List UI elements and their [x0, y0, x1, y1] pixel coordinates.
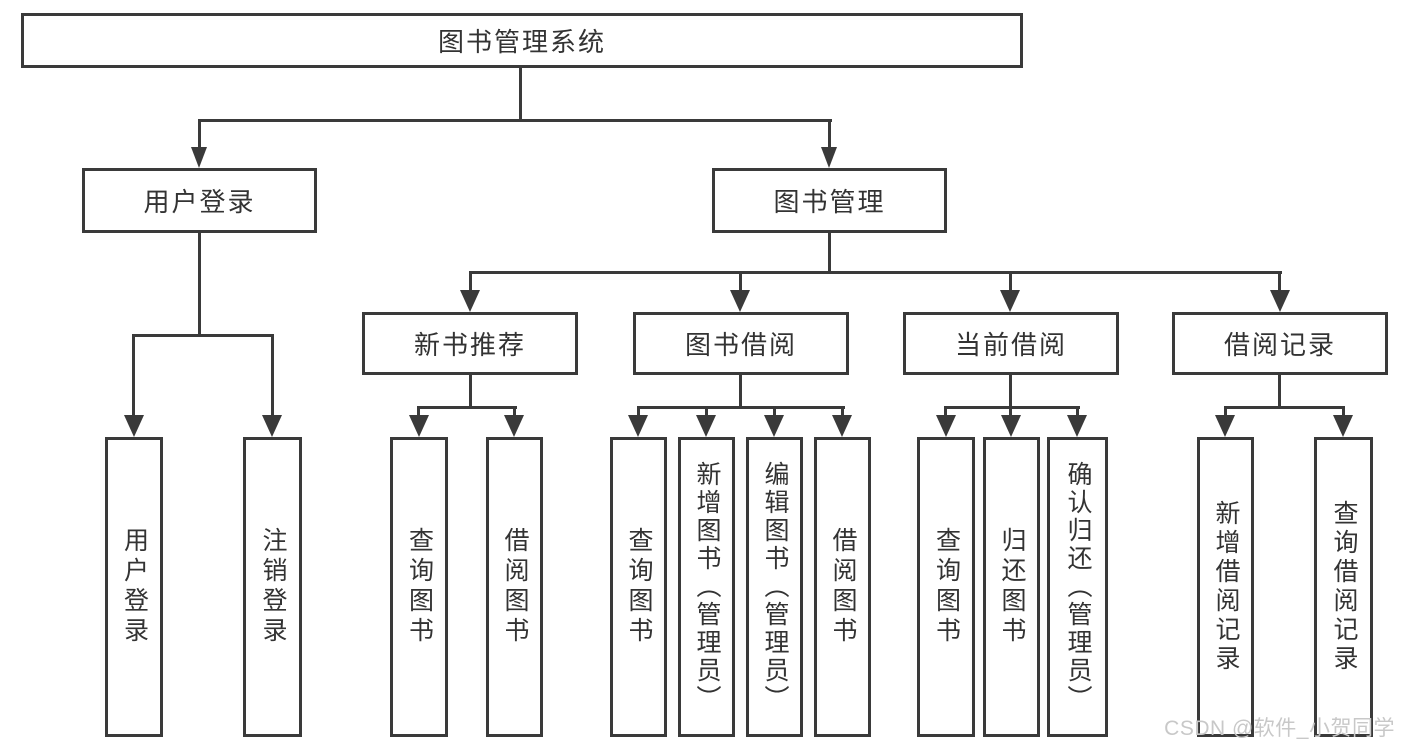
arrowhead-icon — [262, 415, 282, 437]
connector-line — [417, 406, 517, 409]
leaf-add-book: 新增图书（管理员） — [678, 437, 735, 737]
node-current-borrow: 当前借阅 — [903, 312, 1119, 375]
connector-line — [469, 271, 472, 293]
node-borrow-records: 借阅记录 — [1172, 312, 1388, 375]
arrowhead-icon — [1067, 415, 1087, 437]
leaf-query-book-2: 查询图书 — [610, 437, 667, 737]
leaf-borrow-book-1: 借阅图书 — [486, 437, 543, 737]
leaf-query-book-1: 查询图书 — [390, 437, 448, 737]
leaf-borrow-book-2: 借阅图书 — [814, 437, 871, 737]
connector-line — [469, 271, 1282, 274]
connector-line — [1009, 271, 1012, 293]
connector-line — [944, 406, 947, 418]
node-new-book-recommend: 新书推荐 — [362, 312, 578, 375]
node-root: 图书管理系统 — [21, 13, 1023, 68]
arrowhead-icon — [1215, 415, 1235, 437]
connector-line — [198, 119, 201, 149]
arrowhead-icon — [409, 415, 429, 437]
node-book-management: 图书管理 — [712, 168, 947, 233]
connector-line — [739, 375, 742, 409]
connector-line — [513, 406, 516, 418]
arrowhead-icon — [1333, 415, 1353, 437]
leaf-return-book: 归还图书 — [983, 437, 1040, 737]
connector-line — [1278, 374, 1281, 409]
connector-line — [417, 406, 420, 418]
arrowhead-icon — [191, 147, 207, 168]
watermark-text: CSDN @软件_小贺同学 — [1164, 717, 1395, 740]
connector-line — [1009, 406, 1012, 418]
arrowhead-icon — [821, 147, 837, 168]
connector-line — [1224, 406, 1227, 418]
leaf-logout: 注销登录 — [243, 437, 302, 737]
arrowhead-icon — [696, 415, 716, 437]
arrowhead-icon — [832, 415, 852, 437]
connector-line — [132, 334, 135, 418]
arrowhead-icon — [936, 415, 956, 437]
connector-line — [841, 406, 844, 418]
connector-line — [132, 334, 274, 337]
arrowhead-icon — [1000, 290, 1020, 312]
connector-line — [828, 233, 831, 274]
arrowhead-icon — [504, 415, 524, 437]
connector-line — [944, 406, 1080, 409]
leaf-query-book-3: 查询图书 — [917, 437, 975, 737]
connector-line — [1224, 406, 1345, 409]
connector-line — [705, 406, 708, 418]
leaf-user-login: 用户登录 — [105, 437, 163, 737]
arrowhead-icon — [764, 415, 784, 437]
connector-line — [198, 119, 832, 122]
connector-line — [1342, 406, 1345, 418]
arrowhead-icon — [628, 415, 648, 437]
arrowhead-icon — [1270, 290, 1290, 312]
arrowhead-icon — [124, 415, 144, 437]
arrowhead-icon — [730, 290, 750, 312]
node-user-login: 用户登录 — [82, 168, 317, 233]
leaf-add-borrow-record: 新增借阅记录 — [1197, 437, 1254, 737]
arrowhead-icon — [1001, 415, 1021, 437]
connector-line — [828, 119, 831, 149]
connector-line — [198, 233, 201, 337]
leaf-confirm-return: 确认归还（管理员） — [1047, 437, 1108, 737]
connector-line — [637, 406, 845, 409]
connector-line — [773, 406, 776, 418]
connector-line — [1076, 406, 1079, 418]
arrowhead-icon — [460, 290, 480, 312]
connector-line — [637, 406, 640, 418]
connector-line — [1278, 271, 1281, 293]
node-book-borrow: 图书借阅 — [633, 312, 849, 375]
connector-line — [469, 375, 472, 409]
connector-line — [739, 271, 742, 293]
leaf-query-borrow-record: 查询借阅记录 — [1314, 437, 1373, 737]
connector-line — [519, 68, 522, 122]
connector-line — [1009, 375, 1012, 409]
leaf-edit-book: 编辑图书（管理员） — [746, 437, 803, 737]
connector-line — [271, 334, 274, 418]
